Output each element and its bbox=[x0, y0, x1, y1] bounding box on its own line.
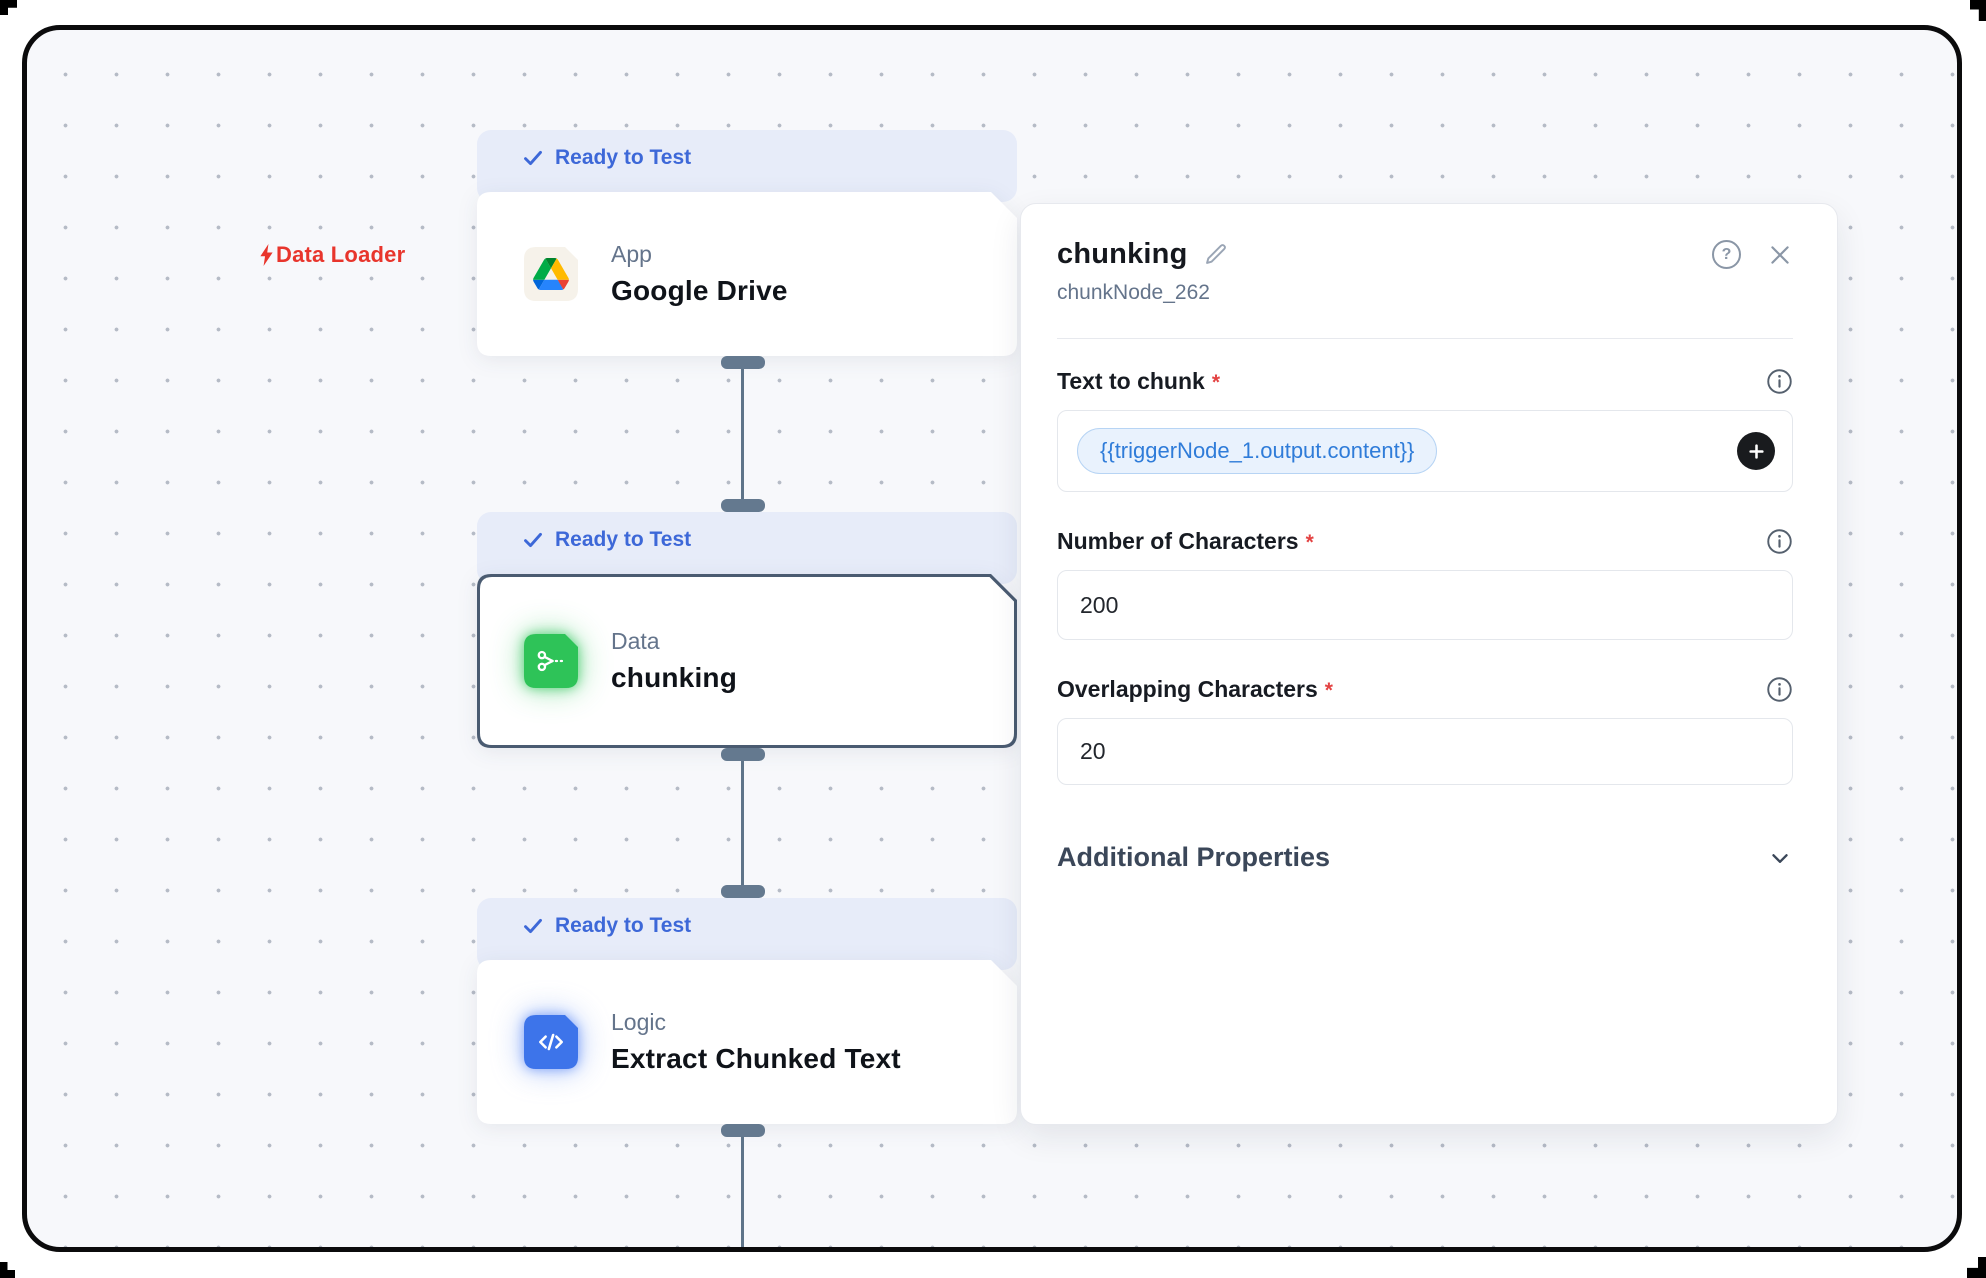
status-badge: Ready to Test bbox=[477, 898, 1017, 970]
workflow-canvas[interactable]: Data Loader Ready to Test bbox=[22, 25, 1962, 1252]
node-chunking: Ready to Test bbox=[477, 512, 1017, 748]
google-drive-icon bbox=[524, 247, 578, 301]
node-id: chunkNode_262 bbox=[1057, 281, 1210, 304]
connector-line-2 bbox=[741, 748, 744, 898]
connector-line-1 bbox=[741, 356, 744, 512]
connector-handle-source-3[interactable] bbox=[721, 1124, 765, 1137]
info-icon bbox=[1767, 677, 1792, 702]
node-config-panel: chunking ? chunkNode_262 Text to chunk * bbox=[1020, 203, 1838, 1125]
chevron-down-icon bbox=[1772, 853, 1788, 863]
edit-title-button[interactable] bbox=[1202, 241, 1229, 268]
crop-mark-top-left bbox=[0, 0, 17, 15]
check-icon bbox=[524, 532, 542, 548]
close-panel-button[interactable] bbox=[1767, 242, 1793, 268]
info-button-number-of-characters[interactable] bbox=[1766, 528, 1793, 555]
node-extract-chunked-text: Ready to Test Logic Extract Chunked Text bbox=[477, 898, 1017, 1124]
info-button-text-to-chunk[interactable] bbox=[1766, 368, 1793, 395]
node-card-google-drive[interactable]: App Google Drive bbox=[477, 192, 1017, 356]
node-google-drive: Ready to Test App Google Drive bbox=[477, 130, 1017, 356]
connector-handle-target-1[interactable] bbox=[721, 499, 765, 512]
field-label-number-of-characters: Number of Characters bbox=[1057, 528, 1299, 554]
add-variable-button[interactable] bbox=[1737, 432, 1775, 470]
crop-mark-bottom-left bbox=[0, 1262, 15, 1278]
number-of-characters-input[interactable] bbox=[1057, 570, 1793, 640]
pencil-icon bbox=[1205, 244, 1226, 264]
close-icon bbox=[1771, 245, 1789, 264]
plus-icon bbox=[1748, 443, 1764, 459]
node-card-chunking[interactable]: Data chunking bbox=[480, 577, 1014, 745]
check-icon bbox=[524, 150, 542, 166]
node-category: App bbox=[611, 241, 652, 267]
node-category: Logic bbox=[611, 1009, 666, 1035]
status-badge-label: Ready to Test bbox=[555, 528, 692, 551]
node-card-chunking-selected-border: Data chunking bbox=[477, 574, 1017, 748]
field-label-text-to-chunk: Text to chunk bbox=[1057, 368, 1205, 394]
status-badge: Ready to Test bbox=[477, 130, 1017, 202]
additional-properties-label: Additional Properties bbox=[1057, 842, 1331, 872]
node-name: Extract Chunked Text bbox=[611, 1043, 901, 1074]
connector-line-3 bbox=[741, 1124, 744, 1247]
required-asterisk: * bbox=[1305, 531, 1314, 554]
node-name: Google Drive bbox=[611, 275, 788, 306]
question-mark-icon: ? bbox=[1721, 245, 1732, 263]
status-badge-label: Ready to Test bbox=[555, 146, 692, 169]
help-button[interactable]: ? bbox=[1712, 240, 1741, 269]
info-button-overlapping-characters[interactable] bbox=[1766, 676, 1793, 703]
panel-title: chunking bbox=[1057, 238, 1188, 270]
node-name: chunking bbox=[611, 662, 738, 693]
variable-pill[interactable]: {{triggerNode_1.output.content}} bbox=[1077, 428, 1438, 474]
info-icon bbox=[1767, 369, 1792, 394]
additional-properties-toggle[interactable]: Additional Properties bbox=[1057, 842, 1793, 873]
info-icon bbox=[1767, 529, 1792, 554]
connector-handle-source-1[interactable] bbox=[721, 356, 765, 369]
node-card-extract-chunked-text[interactable]: Logic Extract Chunked Text bbox=[477, 960, 1017, 1124]
connector-handle-source-2[interactable] bbox=[721, 748, 765, 761]
node-category: Data bbox=[611, 628, 660, 654]
lightning-icon bbox=[260, 244, 273, 266]
status-badge: Ready to Test bbox=[477, 512, 1017, 584]
crop-mark-bottom-right bbox=[1967, 1257, 1986, 1278]
check-icon bbox=[524, 918, 542, 934]
panel-divider bbox=[1057, 338, 1793, 339]
overlapping-characters-input[interactable] bbox=[1057, 718, 1793, 785]
status-badge-label: Ready to Test bbox=[555, 914, 692, 937]
required-asterisk: * bbox=[1324, 679, 1333, 702]
flow-label-text: Data Loader bbox=[276, 242, 406, 267]
flow-label: Data Loader bbox=[258, 242, 405, 268]
crop-mark-top-right bbox=[1970, 0, 1986, 21]
code-icon bbox=[524, 1015, 578, 1069]
connector-handle-target-2[interactable] bbox=[721, 885, 765, 898]
text-to-chunk-field[interactable]: {{triggerNode_1.output.content}} bbox=[1057, 410, 1793, 492]
field-label-overlapping-characters: Overlapping Characters bbox=[1057, 676, 1318, 702]
scissors-icon bbox=[524, 634, 578, 688]
required-asterisk: * bbox=[1211, 371, 1220, 394]
